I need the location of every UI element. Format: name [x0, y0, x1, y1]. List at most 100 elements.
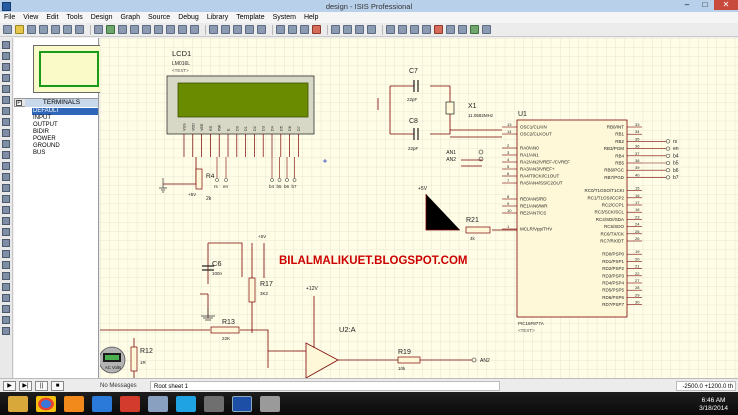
cut-icon[interactable] — [233, 25, 242, 34]
paste-icon[interactable] — [257, 25, 266, 34]
play-button[interactable]: ▶ — [3, 380, 16, 391]
rb-terminal[interactable] — [665, 160, 671, 166]
circle-icon[interactable] — [2, 228, 10, 236]
menu-template[interactable]: Template — [236, 14, 265, 21]
close-button[interactable]: ✕ — [714, 0, 738, 10]
refresh-icon[interactable] — [94, 25, 103, 34]
lcd-bus-terminal[interactable] — [292, 178, 297, 182]
maximize-button[interactable]: □ — [702, 0, 708, 9]
snipping-tool-icon[interactable] — [204, 395, 224, 412]
save-icon[interactable] — [27, 25, 36, 34]
package-icon[interactable] — [355, 25, 364, 34]
block-copy-icon[interactable] — [276, 25, 285, 34]
component-mode-icon[interactable] — [2, 52, 10, 60]
resistor-r19[interactable]: R19 10k — [397, 349, 421, 371]
terminal-item-bus[interactable]: BUS — [33, 150, 46, 156]
new-file-icon[interactable] — [3, 25, 12, 34]
electrical-rules-check-icon[interactable] — [470, 25, 479, 34]
rb-terminal[interactable] — [665, 175, 671, 180]
rotate-anticlockwise-icon[interactable] — [2, 305, 10, 313]
pick-devices-button[interactable]: P — [16, 100, 22, 106]
terminal-item-ground[interactable]: GROUND — [33, 143, 60, 149]
junction-dot-icon[interactable] — [2, 63, 10, 71]
minimize-button[interactable]: – — [684, 0, 690, 9]
current-probe-icon[interactable] — [2, 184, 10, 192]
rb-terminal[interactable] — [665, 168, 671, 173]
capacitor-c7[interactable]: C7 22pF — [407, 68, 419, 102]
menu-file[interactable]: File — [4, 14, 16, 21]
exit-parent-icon[interactable] — [446, 25, 455, 34]
import-icon[interactable] — [39, 25, 48, 34]
tape-recorder-icon[interactable] — [2, 151, 10, 159]
graph-mode-icon[interactable] — [2, 140, 10, 148]
undo-icon[interactable] — [209, 25, 218, 34]
terminal-item-power[interactable]: POWER — [33, 136, 56, 142]
remove-sheet-icon[interactable] — [434, 25, 443, 34]
zoom-in-icon[interactable] — [154, 25, 163, 34]
voltage-probe-icon[interactable] — [2, 173, 10, 181]
menu-system[interactable]: System — [272, 14, 296, 21]
bill-of-materials-icon[interactable] — [458, 25, 467, 34]
property-assignment-icon[interactable] — [410, 25, 419, 34]
opamp-u2a[interactable]: U2:A +12V — [305, 286, 356, 378]
arc-icon[interactable] — [2, 239, 10, 247]
redo-icon[interactable] — [221, 25, 230, 34]
ac-voltmeter[interactable]: AC Volts — [100, 346, 126, 374]
wire-autorouter-icon[interactable] — [386, 25, 395, 34]
print-icon[interactable] — [63, 25, 72, 34]
device-pins-icon[interactable] — [2, 129, 10, 137]
resistor-r21[interactable]: R21 4k +5V — [418, 186, 491, 241]
copy-icon[interactable] — [245, 25, 254, 34]
selection-mode-icon[interactable] — [2, 41, 10, 49]
new-sheet-icon[interactable] — [422, 25, 431, 34]
resistor-r12[interactable]: R12 1R — [130, 346, 153, 372]
overview-window[interactable] — [33, 45, 105, 93]
menu-help[interactable]: Help — [303, 14, 319, 21]
step-button[interactable]: ▶| — [19, 380, 32, 391]
capacitor-c8[interactable]: C8 22pF — [408, 118, 419, 151]
zoom-out-icon[interactable] — [166, 25, 175, 34]
menu-debug[interactable]: Debug — [178, 14, 199, 21]
capacitor-c6[interactable]: C6 100n — [202, 259, 223, 276]
box-icon[interactable] — [2, 217, 10, 225]
an1-terminal[interactable]: AN1 — [446, 149, 484, 156]
grid-icon[interactable] — [106, 25, 115, 34]
rb-terminal[interactable] — [665, 139, 671, 144]
crosshair-icon[interactable] — [130, 25, 139, 34]
overview-viewport-rect[interactable] — [39, 51, 99, 87]
block-move-icon[interactable] — [288, 25, 297, 34]
chrome-icon[interactable] — [36, 395, 56, 412]
terminal-item-output[interactable]: OUTPUT — [33, 122, 58, 128]
file-explorer-icon[interactable] — [8, 395, 28, 412]
lcd-bus-terminal[interactable] — [277, 178, 282, 182]
menu-graph[interactable]: Graph — [120, 14, 140, 21]
mirror-x-icon[interactable] — [2, 316, 10, 324]
block-delete-icon[interactable] — [312, 25, 321, 34]
menu-source[interactable]: Source — [148, 14, 171, 21]
terminals-mode-icon[interactable] — [2, 118, 10, 126]
lcd-bus-terminal[interactable] — [215, 178, 219, 182]
terminal-item-input[interactable]: INPUT — [33, 115, 51, 121]
clock[interactable]: 6:46 AM 3/18/2014 — [699, 397, 728, 413]
path-icon[interactable] — [2, 250, 10, 258]
mirror-y-icon[interactable] — [2, 327, 10, 335]
generator-icon[interactable] — [2, 162, 10, 170]
resistor-r4[interactable]: R4 2k +5V — [188, 168, 215, 202]
text-script-icon[interactable] — [2, 85, 10, 93]
crystal-x1[interactable]: X1 11.0592MHz — [445, 101, 494, 118]
resistor-r17[interactable]: R17 3K2 +5V — [248, 234, 273, 303]
export-icon[interactable] — [51, 25, 60, 34]
bus-icon[interactable] — [2, 96, 10, 104]
rotate-clockwise-icon[interactable] — [2, 294, 10, 302]
utility-icon[interactable] — [260, 395, 280, 412]
image-viewer-icon[interactable] — [148, 395, 168, 412]
skype-icon[interactable] — [176, 395, 196, 412]
netlist-to-ares-icon[interactable] — [482, 25, 491, 34]
menu-view[interactable]: View — [23, 14, 39, 21]
pause-button[interactable]: || — [35, 380, 48, 391]
text-icon[interactable] — [2, 261, 10, 269]
lcd-bus-terminal[interactable] — [285, 178, 289, 182]
isis-taskbar-icon[interactable] — [232, 395, 252, 412]
